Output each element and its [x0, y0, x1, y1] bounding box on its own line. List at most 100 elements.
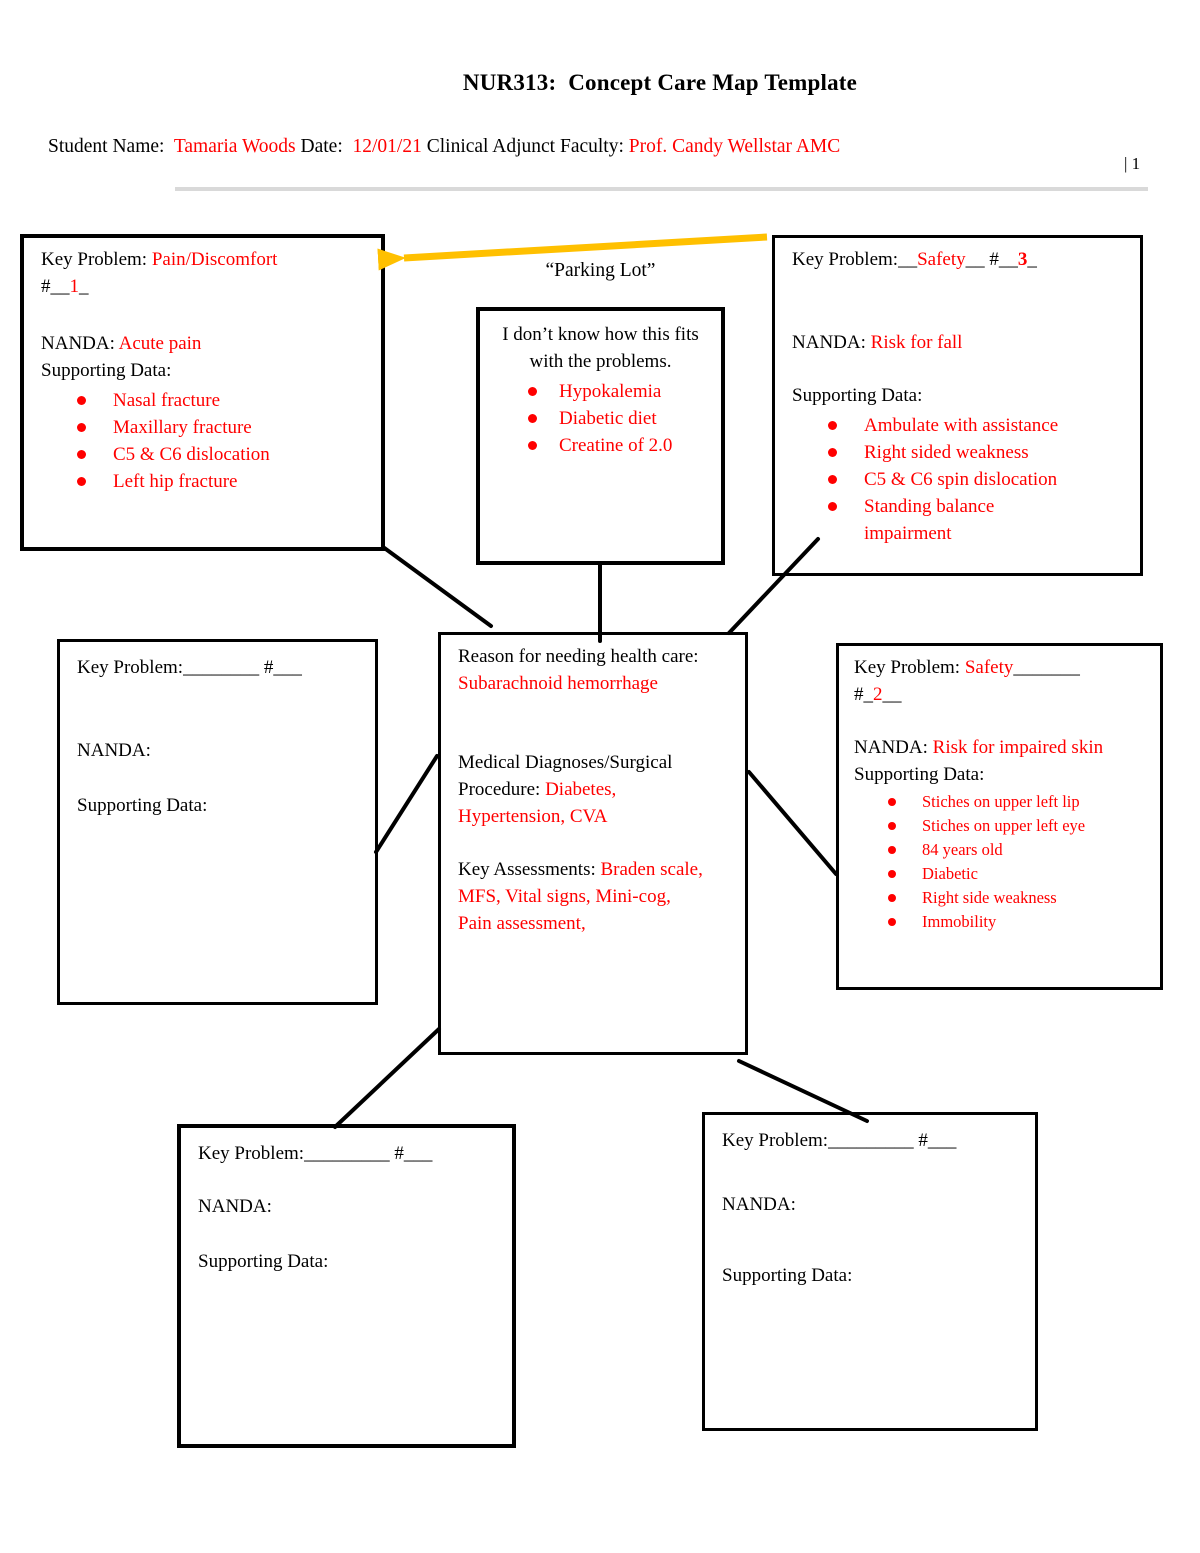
underscore-blank: _______ [1013, 657, 1080, 678]
bullet-icon [828, 502, 837, 511]
nanda-label: NANDA: [854, 737, 933, 758]
number-suffix: _ [1027, 249, 1037, 270]
nanda-line: NANDA: Risk for impaired skin [854, 734, 1152, 761]
number-value: 2 [873, 684, 883, 705]
diagnoses-label: Medical Diagnoses/Surgical Procedure: [458, 752, 673, 800]
bullet-text: C5 & C6 dislocation [113, 444, 270, 465]
key-problem-box-safety-3: Key Problem:__Safety__ #__3_ NANDA: Risk… [772, 235, 1143, 576]
header-divider [175, 187, 1148, 191]
supporting-data-label: Supporting Data: [77, 795, 208, 816]
key-problem-line: Key Problem:_________ #___ [198, 1143, 433, 1164]
bullet-icon [528, 441, 537, 450]
bullet-icon [888, 870, 896, 878]
supporting-data-label: Supporting Data: [792, 385, 923, 406]
nanda-value: Risk for impaired skin [932, 737, 1104, 758]
bullet-icon [888, 798, 896, 806]
bullet-text: Left hip fracture [113, 471, 238, 492]
supporting-data-label: Supporting Data: [722, 1265, 853, 1286]
page-number: | 1 [1124, 154, 1141, 173]
bullet-icon [77, 477, 86, 486]
date-label: Date: [295, 136, 353, 157]
connector-midleft-to-center [374, 754, 439, 854]
key-problem-value: Pain/Discomfort [151, 249, 278, 270]
number-prefix: #__ [41, 276, 70, 297]
reason-for-care-box: Reason for needing health care: Subarach… [438, 632, 748, 1055]
diagnoses-value: Diabetes, Hypertension, CVA [458, 779, 617, 827]
bullet-item: Immobility [854, 910, 1152, 934]
nanda-label: NANDA: [722, 1194, 796, 1215]
bullet-text: Right sided weakness [864, 442, 1029, 463]
key-problem-box-safety-2: Key Problem: Safety_______ #_2__ NANDA: … [836, 643, 1163, 990]
supporting-data-label: Supporting Data: [41, 360, 172, 381]
supporting-data-label: Supporting Data: [854, 764, 985, 785]
bullet-item: 84 years old [854, 838, 1152, 862]
bullet-text: Nasal fracture [113, 390, 221, 411]
assessments-line: Key Assessments: Braden scale, MFS, Vita… [458, 856, 703, 937]
number-suffix: _ [79, 276, 89, 297]
bullet-item: Standing balance impairment [792, 493, 1128, 547]
nanda-label: NANDA: [198, 1196, 272, 1217]
key-problem-box-empty-bottom-left: Key Problem:_________ #___ NANDA: Suppor… [177, 1124, 516, 1448]
bullet-item: Diabetic diet [488, 405, 713, 432]
page-title: NUR313: Concept Care Map Template [462, 70, 858, 95]
bullet-text: Ambulate with assistance [864, 415, 1059, 436]
bullet-icon [888, 918, 896, 926]
bullet-item: Stiches on upper left lip [854, 790, 1152, 814]
bullet-icon [828, 475, 837, 484]
assessments-label: Key Assessments: [458, 859, 601, 880]
bullet-icon [77, 396, 86, 405]
bullet-icon [888, 894, 896, 902]
key-problem-line: Key Problem:__Safety__ #__3_ [792, 246, 1128, 273]
key-problem-label: Key Problem: [41, 249, 152, 270]
number-value: 1 [69, 276, 80, 297]
reason-value: Subarachnoid hemorrhage [458, 673, 658, 694]
bullet-text: Hypokalemia [559, 381, 662, 402]
connector-center-to-midright [747, 770, 838, 876]
nanda-value: Acute pain [118, 333, 202, 354]
bullet-text: Stiches on upper left lip [922, 792, 1080, 811]
bullet-item: Hypokalemia [488, 378, 713, 405]
key-problem-line: Key Problem:________ #___ [77, 657, 302, 678]
key-problem-line: Key Problem: Safety_______ #_2__ [854, 654, 1152, 708]
parking-lot-label: “Parking Lot” [545, 260, 656, 281]
nanda-label: NANDA: [77, 740, 151, 761]
nanda-line: NANDA: Risk for fall [792, 329, 1128, 356]
parking-lot-intro: I don’t know how this fits with the prob… [502, 324, 699, 372]
key-problem-label: Key Problem:__ [792, 249, 918, 270]
bullet-text: Diabetic [922, 864, 978, 883]
bullet-text: Stiches on upper left eye [922, 816, 1086, 835]
reason-label: Reason for needing health care: [458, 646, 699, 667]
bullet-item: Diabetic [854, 862, 1152, 886]
number-prefix: __ #__ [965, 249, 1018, 270]
bullet-item: Right side weakness [854, 886, 1152, 910]
reason-line: Reason for needing health care: Subarach… [458, 643, 703, 697]
key-problem-box-empty-left: Key Problem:________ #___ NANDA: Support… [57, 639, 378, 1005]
assessments-value: Braden scale, MFS, Vital signs, Mini-cog… [458, 859, 703, 934]
bullet-icon [77, 450, 86, 459]
bullet-text: Maxillary fracture [113, 417, 252, 438]
bullet-text: Creatine of 2.0 [559, 435, 673, 456]
number-prefix: #_ [854, 684, 873, 705]
connector-topleft-to-center [381, 545, 493, 628]
bullet-item: Right sided weakness [792, 439, 1128, 466]
bullet-item: Nasal fracture [41, 387, 369, 414]
bullet-text: Right side weakness [922, 888, 1057, 907]
bullet-icon [528, 414, 537, 423]
bullet-text: C5 & C6 spin dislocation [864, 469, 1058, 490]
bullet-item: Stiches on upper left eye [854, 814, 1152, 838]
bullet-item: Creatine of 2.0 [488, 432, 713, 459]
key-problem-line: Key Problem:_________ #___ [722, 1130, 957, 1151]
key-problem-label: Key Problem: [854, 657, 965, 678]
bullet-text: 84 years old [922, 840, 1003, 859]
key-problem-line: Key Problem: Pain/Discomfort #__1_ [41, 246, 369, 300]
bullet-icon [77, 423, 86, 432]
bullet-icon [888, 822, 896, 830]
connector-center-to-bottomleft [333, 1027, 441, 1129]
number-value: 3 [1017, 249, 1028, 270]
supporting-data-label: Supporting Data: [198, 1251, 329, 1272]
student-info-line: Student Name: Tamaria Woods Date: 12/01/… [48, 136, 840, 158]
